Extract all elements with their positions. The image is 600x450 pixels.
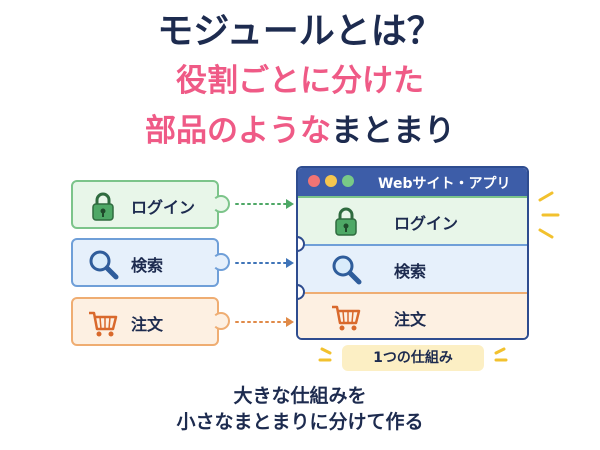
window-title: Webサイト・アプリ (378, 176, 511, 192)
module-label: 注文 (131, 315, 164, 334)
app-row-label: 検索 (394, 262, 427, 281)
maximize-dot-icon (342, 175, 354, 187)
cart-icon (89, 311, 118, 337)
app-row-order: 注文 (298, 292, 527, 338)
app-row-search: 検索 (298, 244, 527, 292)
window-titlebar: Webサイト・アプリ (298, 168, 527, 196)
arrow-head-login (286, 199, 294, 209)
close-dot-icon (308, 175, 320, 187)
footer-line-2: 小さなまとまりに分けて作る (176, 411, 424, 433)
module-order: 注文 (71, 297, 230, 346)
magnifier-icon (332, 255, 362, 285)
lock-icon (92, 192, 114, 221)
app-window: Webサイト・アプリ ログイン 検索 注文 (296, 166, 529, 340)
footer-line-1: 大きな仕組みを (233, 385, 367, 407)
module-label: ログイン (131, 198, 196, 217)
module-label: 検索 (131, 256, 164, 275)
module-search: 検索 (71, 238, 230, 287)
puzzle-tab (212, 195, 230, 213)
app-row-login: ログイン (298, 196, 527, 244)
magnifier-icon (89, 250, 119, 280)
arrow-head-order (286, 317, 294, 327)
cart-icon (332, 305, 361, 331)
app-row-label: ログイン (394, 214, 459, 233)
sparkle-lines (538, 191, 560, 239)
caption-sparkles (318, 347, 508, 362)
app-row-label: 注文 (394, 310, 427, 329)
subtitle-line-2: 部品のようなまとまり (0, 112, 600, 150)
subtitle-navy-part: まとまり (331, 113, 455, 149)
caption-badge: 1つの仕組み (342, 345, 484, 371)
lock-icon (335, 207, 357, 236)
arrow-head-search (286, 258, 294, 268)
puzzle-tab (212, 312, 230, 330)
subtitle-pink-part: 部品のような (145, 113, 331, 149)
module-login: ログイン (71, 180, 230, 229)
puzzle-tab (212, 253, 230, 271)
page-title: モジュールとは？ (157, 11, 443, 52)
minimize-dot-icon (325, 175, 337, 187)
subtitle-line-1: 役割ごとに分けた (176, 63, 424, 99)
